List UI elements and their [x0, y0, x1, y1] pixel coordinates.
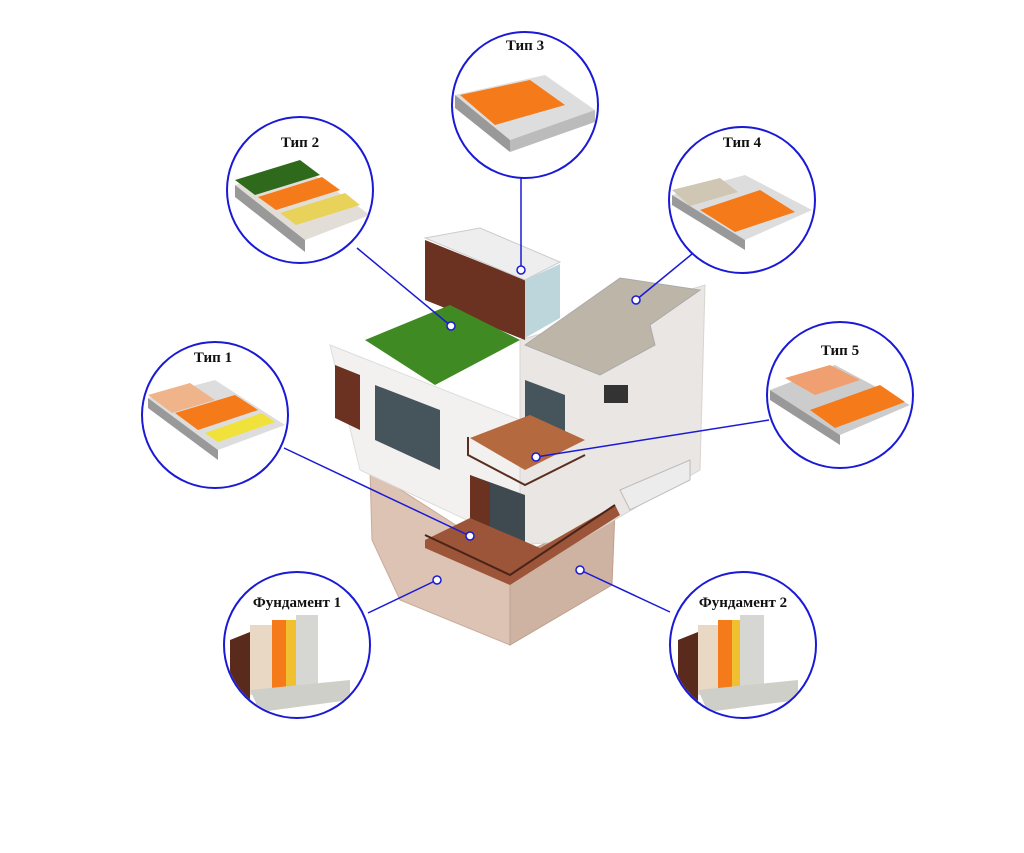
upper-block-roof — [423, 227, 562, 281]
marker-dot[interactable] — [446, 321, 456, 331]
callout-tip-3[interactable]: Тип 3 — [451, 31, 599, 179]
callout-tip-2[interactable]: Тип 2 — [226, 116, 374, 264]
callout-label: Тип 1 — [194, 350, 232, 366]
callout-label: Тип 5 — [821, 343, 859, 359]
marker-dot[interactable] — [631, 295, 641, 305]
marker-dot[interactable] — [516, 265, 526, 275]
callout-tip-4[interactable]: Тип 4 — [668, 126, 816, 274]
side-stairs — [619, 459, 691, 511]
callout-label: Фундамент 2 — [699, 595, 787, 611]
window-right — [604, 385, 628, 403]
marker-dot[interactable] — [432, 575, 442, 585]
house-illustration — [329, 227, 706, 646]
callout-tip-1[interactable]: Тип 1 — [141, 341, 289, 489]
marker-dot[interactable] — [531, 452, 541, 462]
wood-panel-lower — [470, 475, 490, 532]
connector-fundament-1 — [367, 579, 438, 614]
gravel-roof — [523, 277, 702, 376]
balcony-railing — [467, 437, 586, 487]
wood-panel-left — [335, 365, 360, 430]
callout-label: Тип 2 — [281, 135, 319, 151]
callout-tip-5[interactable]: Тип 5 — [766, 321, 914, 469]
upper-block-wood — [425, 240, 525, 340]
window-left — [375, 385, 440, 470]
connector-tip-1 — [283, 447, 471, 537]
terrace-railing — [424, 504, 616, 577]
marker-dot[interactable] — [575, 565, 585, 575]
connector-tip-5 — [535, 419, 770, 458]
marker-dot[interactable] — [465, 531, 475, 541]
callout-fundament-2[interactable]: Фундамент 2 — [669, 571, 817, 719]
callout-label: Фундамент 1 — [253, 595, 341, 611]
green-roof — [365, 305, 520, 385]
callout-label: Тип 3 — [506, 38, 544, 54]
connectors — [283, 177, 770, 614]
callout-fundament-1[interactable]: Фундамент 1 — [223, 571, 371, 719]
terrace-deck — [425, 505, 620, 585]
connector-tip-2 — [356, 247, 452, 327]
callout-label: Тип 4 — [723, 135, 762, 151]
connector-tip-4 — [635, 253, 693, 301]
upper-block-glass — [525, 264, 560, 338]
balcony-deck — [470, 415, 585, 470]
connector-fundament-2 — [579, 569, 671, 613]
